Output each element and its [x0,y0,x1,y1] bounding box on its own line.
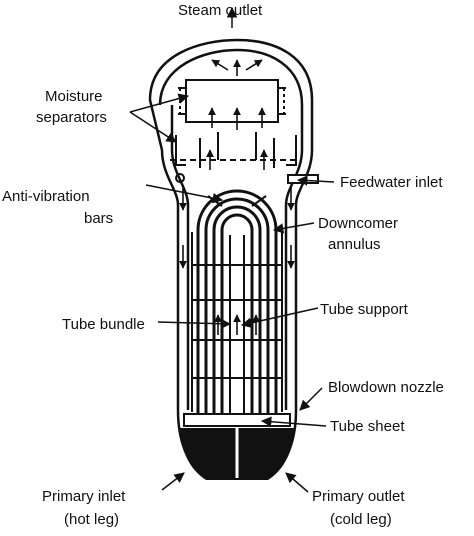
swirl-vanes [170,132,302,168]
tube-bundle [191,189,283,414]
label-downcomer-2: annulus [328,236,381,253]
label-feedwater-inlet: Feedwater inlet [340,174,443,191]
label-tube-bundle: Tube bundle [62,316,145,333]
label-tube-sheet: Tube sheet [330,418,405,435]
moisture-separator-box [178,79,286,123]
label-steam-outlet: Steam outlet [178,2,263,19]
label-moisture-separators-1: Moisture [45,88,103,105]
downcomer-flow-arrows [179,185,295,269]
label-primary-inlet-1: Primary inlet [42,488,126,505]
leader-lines [129,6,335,493]
label-downcomer-1: Downcomer [318,215,398,232]
label-moisture-separators-2: separators [36,109,107,126]
label-tube-support: Tube support [320,301,409,318]
label-primary-inlet-2: (hot leg) [64,511,119,528]
label-anti-vibration-1: Anti-vibration [2,188,90,205]
channel-head [180,428,294,480]
label-primary-outlet-1: Primary outlet [312,488,405,505]
feedwater-pipe [175,173,319,184]
riser-flow-arrows [214,314,260,335]
tube-sheet-plate [183,413,291,427]
label-primary-outlet-2: (cold leg) [330,511,392,528]
label-anti-vibration-2: bars [84,210,113,227]
steam-flow-arrows [206,59,268,170]
label-blowdown-nozzle: Blowdown nozzle [328,379,444,396]
